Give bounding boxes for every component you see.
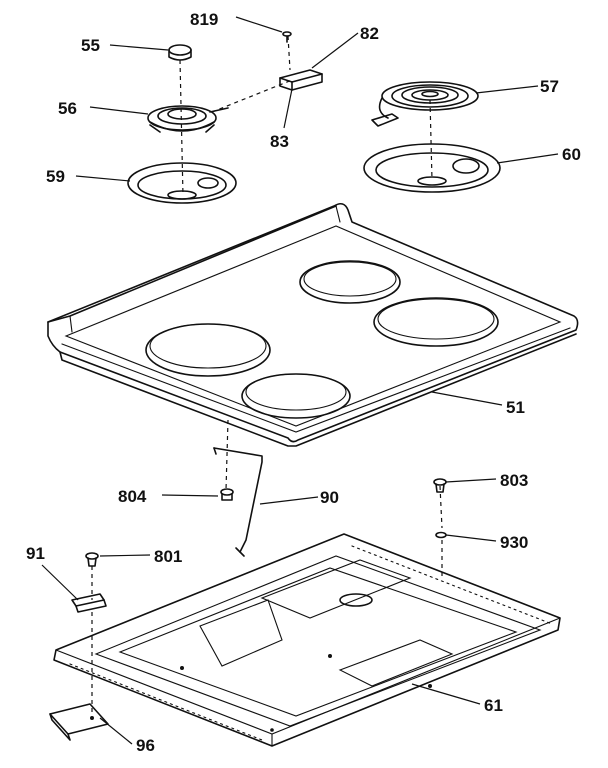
leader-lines	[41, 16, 559, 745]
part-55-burner-cap	[168, 44, 192, 61]
label-804: 804	[118, 487, 147, 506]
part-96-shield	[49, 703, 109, 741]
label-61: 61	[484, 696, 503, 715]
part-930-clip	[435, 531, 447, 539]
label-59: 59	[46, 167, 65, 186]
label-83: 83	[270, 132, 289, 151]
label-819: 819	[190, 10, 218, 29]
label-57: 57	[540, 77, 559, 96]
label-51: 51	[506, 398, 525, 417]
part-60-large-drip-pan	[363, 143, 501, 193]
part-82-terminal-block	[279, 69, 323, 91]
part-61-burner-box	[53, 533, 561, 747]
label-90: 90	[320, 488, 339, 507]
part-91-bracket	[71, 593, 107, 613]
part-804-screw	[220, 488, 234, 501]
part-56-small-burner	[147, 105, 229, 133]
part-59-small-drip-pan	[127, 162, 237, 204]
part-819-screw	[282, 31, 292, 43]
part-90-support-rod	[213, 447, 263, 557]
label-930: 930	[500, 533, 528, 552]
label-801: 801	[154, 547, 182, 566]
label-803: 803	[500, 471, 528, 490]
assembly-axis-lines	[91, 35, 443, 712]
part-801-screw	[85, 552, 99, 567]
label-96: 96	[136, 736, 155, 755]
part-51-cooktop	[47, 202, 579, 447]
label-91: 91	[26, 544, 45, 563]
label-56: 56	[58, 99, 77, 118]
part-803-screw	[433, 478, 447, 493]
part-number-labels: 55 56 59 819 82 83 57 60 51 804 90 803 9…	[26, 10, 581, 755]
label-55: 55	[81, 36, 100, 55]
label-82: 82	[360, 24, 379, 43]
part-57-large-surface-element	[371, 81, 479, 127]
label-60: 60	[562, 145, 581, 164]
